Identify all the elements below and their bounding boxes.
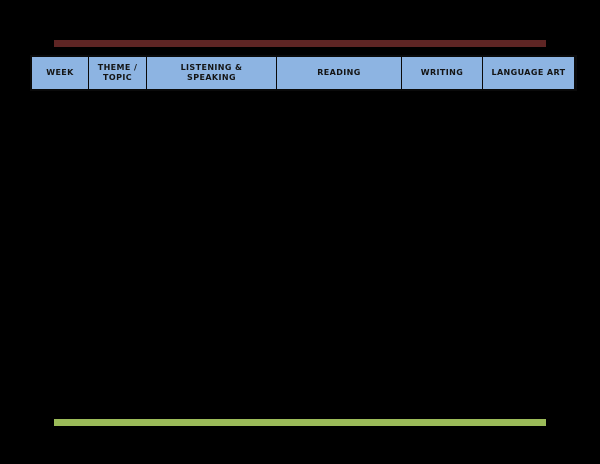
header-cell-week: WEEK [32,57,89,89]
header-cell-writing: WRITING [402,57,483,89]
header-cell-language-art: LANGUAGE ART [483,57,574,89]
header-cell-reading: READING [277,57,402,89]
header-cell-listening-speaking: LISTENING & SPEAKING [147,57,277,89]
bottom-accent-bar [54,419,546,426]
scheme-of-work-table: WEEK THEME / TOPIC LISTENING & SPEAKING … [30,55,577,91]
header-cell-theme-topic: THEME / TOPIC [89,57,147,89]
top-accent-bar [54,39,546,47]
